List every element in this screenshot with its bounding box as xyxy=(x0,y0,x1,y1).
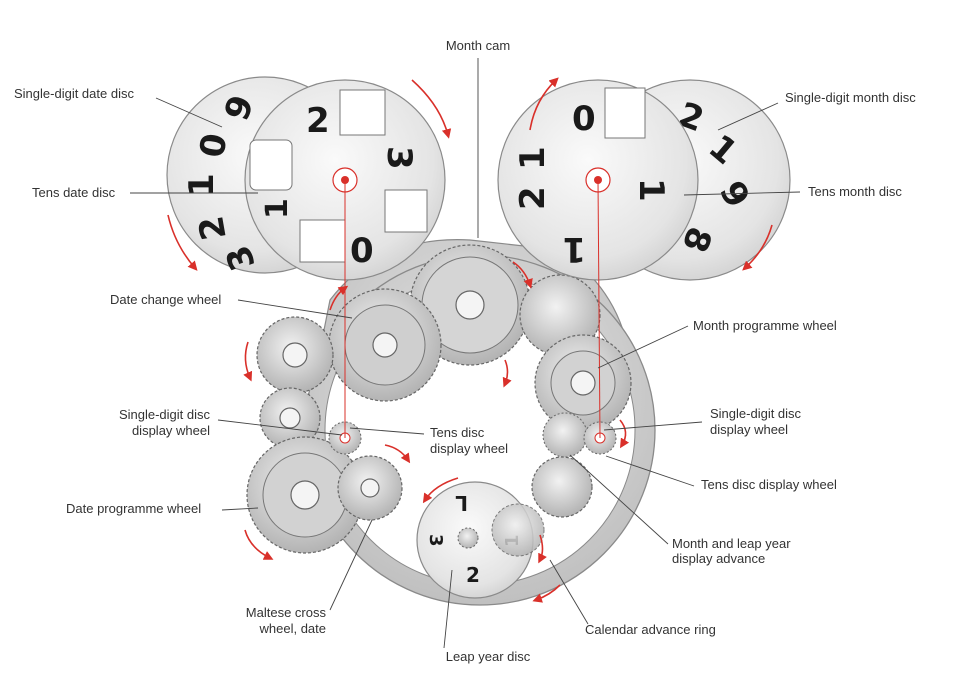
tens-month-numeral: 0 xyxy=(572,99,596,139)
label-month-programme-wheel: Month programme wheel xyxy=(693,318,837,333)
date-change-wheel xyxy=(328,288,442,402)
label-date-programme-wheel: Date programme wheel xyxy=(66,501,201,516)
leap-year-numeral: 3 xyxy=(425,534,446,547)
label-maltese-cross: wheel, date xyxy=(259,621,327,636)
label-leap-year-disc: Leap year disc xyxy=(446,649,531,664)
date-numeral: 1 xyxy=(182,173,222,197)
label-tens-month-disc: Tens month disc xyxy=(808,184,902,199)
tens-date-numeral: 1 xyxy=(260,198,295,219)
label-single-digit-display-left: Single-digit disc xyxy=(119,407,211,422)
label-month-cam: Month cam xyxy=(446,38,510,53)
tens-date-numeral: 2 xyxy=(306,101,330,141)
tens-date-numeral: 0 xyxy=(350,231,374,271)
label-tens-date-disc: Tens date disc xyxy=(32,185,116,200)
label-single-digit-date-disc: Single-digit date disc xyxy=(14,86,134,101)
tens-month-numeral: 1 xyxy=(631,178,671,202)
label-month-leap-advance: Month and leap year xyxy=(672,536,791,551)
label-single-digit-display-right: display wheel xyxy=(710,422,788,437)
tens-month-numeral: 2 xyxy=(513,186,553,210)
leap-year-numeral: 2 xyxy=(466,563,480,587)
month-programme-wheel xyxy=(534,334,632,432)
label-single-digit-display-right: Single-digit disc xyxy=(710,406,802,421)
leap-year-numeral: L xyxy=(455,491,468,515)
label-date-change-wheel: Date change wheel xyxy=(110,292,221,307)
label-tens-display-left: Tens disc xyxy=(430,425,485,440)
leader-lines xyxy=(130,58,801,649)
month-axis-line xyxy=(597,179,601,439)
leap-year-advance-gear xyxy=(491,503,545,557)
date-programme-wheel xyxy=(246,436,364,554)
tens-month-numeral: 1 xyxy=(513,146,553,170)
label-calendar-advance-ring: Calendar advance ring xyxy=(585,622,716,637)
label-maltese-cross: Maltese cross xyxy=(246,605,327,620)
tens-date-numeral: 3 xyxy=(379,146,419,170)
label-tens-display-right: Tens disc display wheel xyxy=(701,477,837,492)
single-digit-display-gear-left xyxy=(259,387,321,449)
label-single-digit-display-left: display wheel xyxy=(132,423,210,438)
label-tens-display-left: display wheel xyxy=(430,441,508,456)
labels: Month cam Single-digit date disc Tens da… xyxy=(14,38,916,664)
label-single-digit-month-disc: Single-digit month disc xyxy=(785,90,916,105)
tens-month-numeral: 1 xyxy=(562,229,586,269)
label-month-leap-advance: display advance xyxy=(672,551,765,566)
lower-right-gear xyxy=(531,456,593,518)
maltese-cross-wheel xyxy=(337,455,403,521)
rotation-arrows xyxy=(167,77,773,603)
upper-left-gear xyxy=(256,316,334,394)
tens-month-disc: 0 1 1 1 2 xyxy=(497,79,699,281)
single-digit-display-gear-right xyxy=(542,412,588,458)
